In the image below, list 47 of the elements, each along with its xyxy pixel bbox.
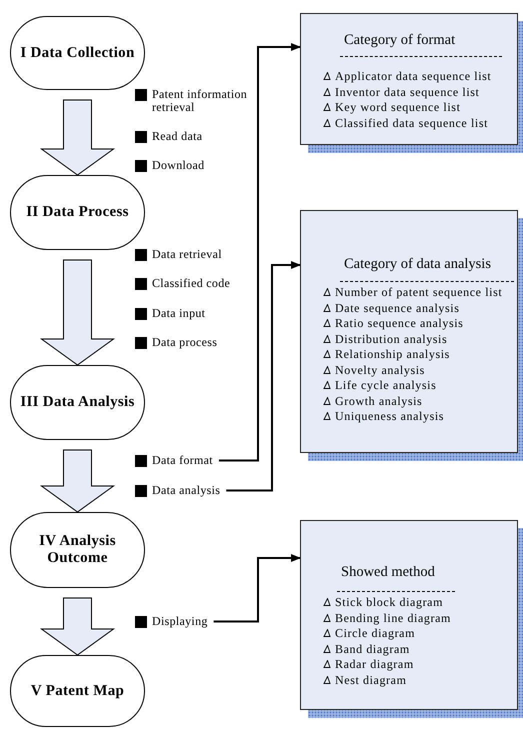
list-item: Distribution analysis — [335, 332, 448, 346]
step-note: Data retrieval — [152, 248, 222, 261]
step-note: Patent information retrieval — [152, 88, 248, 114]
list-item: Uniqueness analysis — [335, 409, 444, 423]
list-item: Date sequence analysis — [335, 300, 460, 314]
output-label: Data analysis — [152, 484, 220, 497]
list-item: Bending line diagram — [335, 610, 451, 624]
list-item: Number of patent sequence list — [335, 285, 502, 299]
list-item: Stick block diagram — [335, 595, 444, 609]
list-item: Life cycle analysis — [335, 378, 436, 392]
category-panel — [300, 210, 518, 453]
block-arrow — [40, 260, 116, 366]
block-arrow — [40, 450, 116, 513]
list-item: Band diagram — [335, 642, 410, 656]
list-item: Ratio sequence analysis — [335, 316, 464, 330]
panel-heading: Showed method — [341, 564, 435, 581]
step-note: Read data — [152, 130, 202, 143]
category-panel — [300, 520, 518, 710]
list-item: Radar diagram — [335, 657, 414, 671]
list-item: Nest diagram — [335, 672, 407, 686]
connector-arrow — [214, 554, 301, 622]
step-note: Download — [152, 159, 204, 172]
panel-heading: Category of data analysis — [344, 256, 491, 273]
process-label: V Patent Map — [30, 682, 124, 700]
process-label: I Data Collection — [20, 44, 135, 62]
block-arrow — [40, 598, 116, 656]
process-label: II Data Process — [26, 204, 129, 221]
list-item: Key word sequence list — [335, 100, 461, 114]
list-item: Novelty analysis — [335, 362, 425, 376]
list-item: Growth analysis — [335, 394, 422, 408]
step-note: Data process — [152, 336, 218, 349]
output-label: Displaying — [152, 615, 208, 628]
list-item: Classified data sequence list — [335, 116, 488, 130]
process-label: IV Analysis Outcome — [38, 533, 117, 567]
list-item: Inventor data sequence list — [335, 84, 480, 98]
list-item: Relationship analysis — [335, 347, 450, 361]
step-note: Classified code — [152, 277, 230, 290]
step-note: Data input — [152, 307, 206, 320]
connector-arrow — [226, 261, 301, 492]
output-label: Data format — [152, 454, 213, 467]
connector-arrow — [218, 43, 301, 462]
list-item: Circle diagram — [335, 626, 416, 640]
panel-heading: Category of format — [344, 32, 456, 49]
category-panel — [300, 13, 518, 145]
block-arrow — [40, 100, 116, 176]
list-item: Applicator data sequence list — [335, 69, 492, 83]
process-label: III Data Analysis — [20, 394, 135, 411]
